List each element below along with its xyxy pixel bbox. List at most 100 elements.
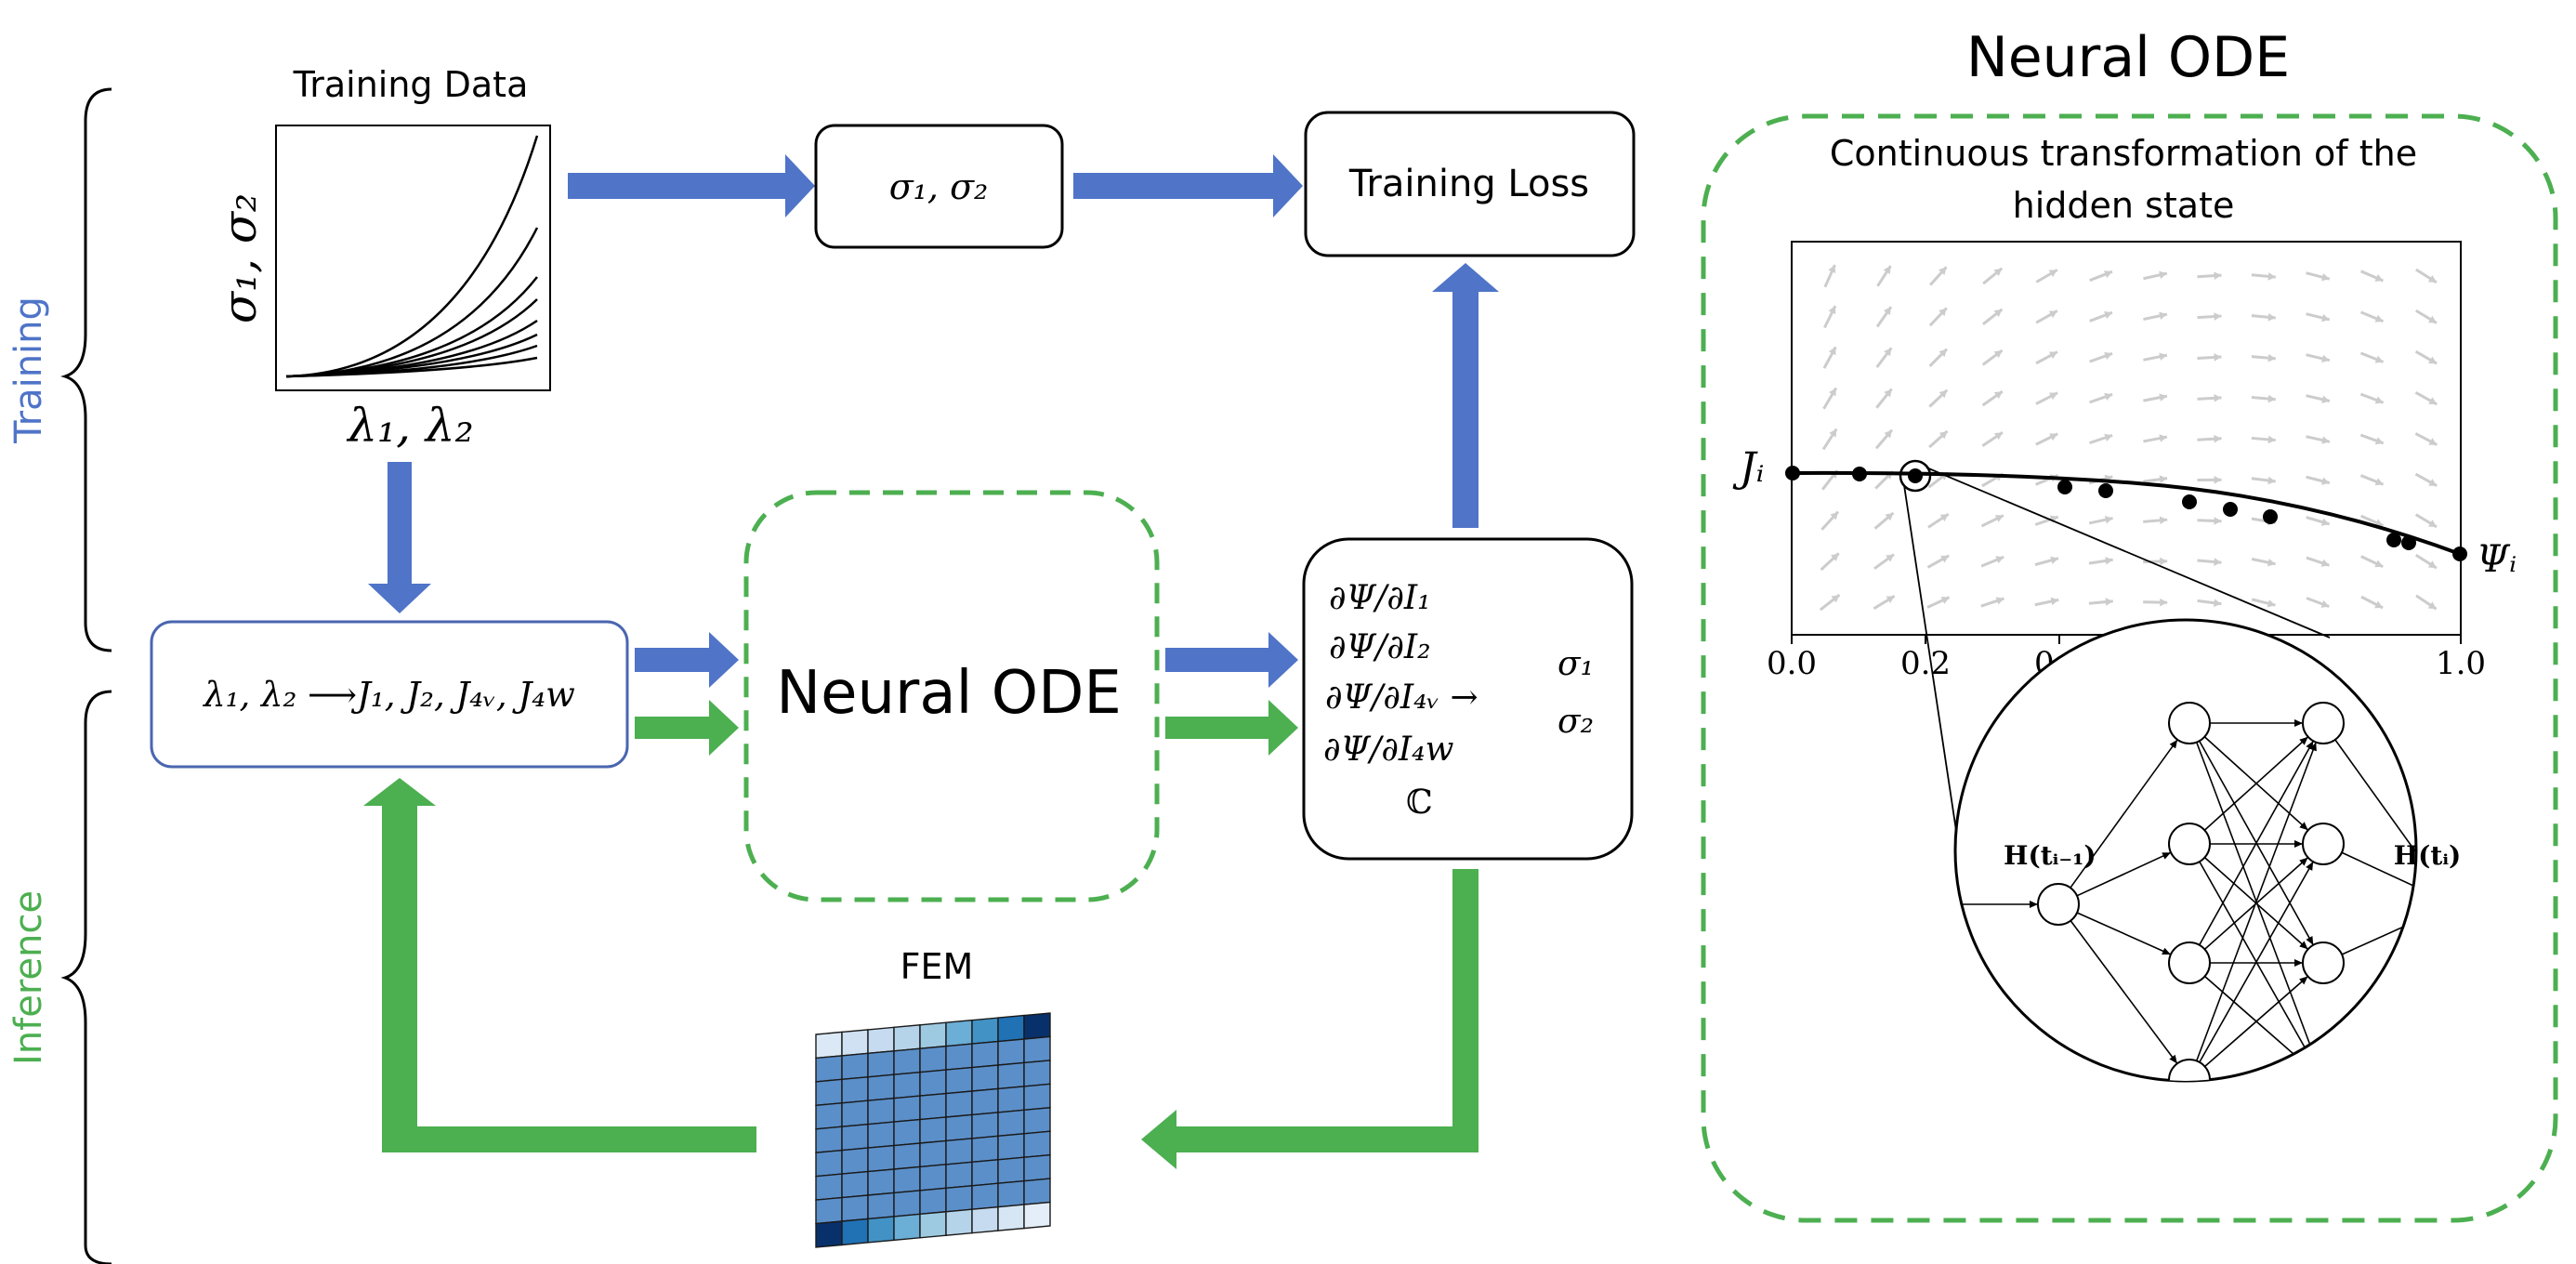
fem-element xyxy=(919,1187,947,1216)
fem-element xyxy=(919,1045,947,1073)
fem-element xyxy=(945,1138,973,1165)
field-arrow-head xyxy=(1995,597,2004,605)
arrow-invariants-to-node-green xyxy=(635,700,739,756)
field-arrow-head xyxy=(2321,273,2330,282)
field-arrow-head xyxy=(1940,555,1950,563)
x-tick-label: 1.0 xyxy=(2436,645,2486,682)
field-arrow-head xyxy=(2105,557,2113,565)
network-edge xyxy=(2199,861,2314,1063)
network-node xyxy=(2302,941,2345,984)
sigma-box xyxy=(814,124,1064,249)
field-arrow-head xyxy=(1884,348,1892,357)
field-arrow-head xyxy=(2214,271,2222,280)
output-line: ℂ xyxy=(1406,783,1433,822)
field-arrow-head xyxy=(2267,476,2276,485)
trajectory-point xyxy=(2401,535,2416,550)
fem-element xyxy=(997,1156,1025,1184)
field-arrow-head xyxy=(2049,392,2058,401)
fem-element xyxy=(815,1220,843,1248)
inference-brace xyxy=(60,690,112,1264)
network-node xyxy=(2302,702,2345,744)
field-arrow-head xyxy=(2214,434,2222,443)
fem-element xyxy=(867,1097,895,1126)
fem-element xyxy=(971,1135,999,1164)
fem-element xyxy=(841,1218,869,1246)
field-arrow-head xyxy=(1939,349,1948,358)
field-arrow-head xyxy=(2374,478,2384,486)
invariants-box xyxy=(150,620,629,769)
fem-element xyxy=(1023,1130,1051,1158)
field-arrow-head xyxy=(2104,392,2113,402)
field-arrow-head xyxy=(1828,265,1836,274)
arrow-output-to-fem xyxy=(1141,869,1479,1169)
field-arrow-head xyxy=(1886,596,1895,604)
trajectory-point xyxy=(1785,466,1800,481)
fem-element xyxy=(893,1142,921,1170)
fem-element xyxy=(815,1196,843,1225)
field-arrow-head xyxy=(2050,556,2059,564)
network-edge xyxy=(2076,851,2172,897)
fem-element xyxy=(893,1095,921,1123)
field-arrow-head xyxy=(2321,477,2330,485)
training-data-curves xyxy=(285,135,539,378)
field-arrow-head xyxy=(2321,395,2330,403)
fem-element xyxy=(841,1194,869,1222)
field-arrow-head xyxy=(2159,434,2167,442)
x-tick-label: 0.0 xyxy=(1767,645,1817,682)
field-arrow-head xyxy=(1940,596,1950,604)
fem-element xyxy=(1023,1035,1051,1064)
arrow-fem-to-invariants xyxy=(363,778,756,1152)
fem-element xyxy=(945,1185,973,1213)
trajectory-end-label: Ψᵢ xyxy=(2477,538,2517,581)
field-arrow-head xyxy=(1993,309,2003,318)
field-arrow-head xyxy=(1830,511,1838,520)
network-edge xyxy=(2195,742,2318,1061)
fem-element xyxy=(971,1064,999,1092)
training-brace xyxy=(60,87,112,652)
training-phase-label: Training xyxy=(7,296,50,444)
field-arrow-head xyxy=(1884,429,1892,439)
field-arrow-head xyxy=(2321,354,2330,363)
stress-curve xyxy=(285,356,538,378)
field-arrow-head xyxy=(2159,270,2167,280)
field-arrow-head xyxy=(2267,272,2276,281)
field-arrow-head xyxy=(1995,556,2004,564)
field-arrow-head xyxy=(2050,597,2059,606)
fem-element xyxy=(919,1116,947,1144)
fem-element xyxy=(815,1173,843,1201)
field-arrow-head xyxy=(2427,315,2437,323)
field-arrow-head xyxy=(2214,312,2222,321)
arrow-invariants-to-node xyxy=(635,632,739,688)
panel-title: Neural ODE xyxy=(1966,25,2290,90)
field-arrow-head xyxy=(2267,558,2276,567)
field-arrow-head xyxy=(2374,355,2384,363)
arrow-sigma-to-loss xyxy=(1073,154,1303,217)
field-arrow-head xyxy=(1939,514,1949,522)
fem-element xyxy=(815,1031,843,1060)
fem-element xyxy=(919,1069,947,1097)
field-arrow-head xyxy=(1829,428,1837,438)
training-data-y-label: σ₁, σ₂ xyxy=(213,193,267,323)
fem-element xyxy=(919,1211,947,1239)
field-arrow-head xyxy=(1939,430,1948,440)
network-edge xyxy=(2204,975,2308,1068)
fem-element xyxy=(1023,1012,1051,1040)
fem-element xyxy=(997,1109,1025,1138)
field-arrow-head xyxy=(1830,553,1839,561)
field-arrow-head xyxy=(2428,438,2438,445)
fem-element xyxy=(945,1161,973,1190)
training-loss-label: Training Loss xyxy=(1348,163,1589,205)
network-edge xyxy=(2070,920,2178,1064)
field-arrow-head xyxy=(1993,432,2003,441)
neural-ode-box xyxy=(743,490,1160,902)
hidden-state-in-label: H(tᵢ₋₁) xyxy=(2004,840,2096,871)
network-edge xyxy=(2341,851,2416,897)
field-arrow-head xyxy=(2214,517,2222,525)
fem-element xyxy=(997,1179,1025,1208)
fem-element xyxy=(867,1121,895,1149)
fem-element xyxy=(945,1019,973,1047)
field-arrow-head xyxy=(2428,397,2438,404)
output-box xyxy=(1302,537,1634,861)
inference-phase-label: Inference xyxy=(7,890,50,1065)
